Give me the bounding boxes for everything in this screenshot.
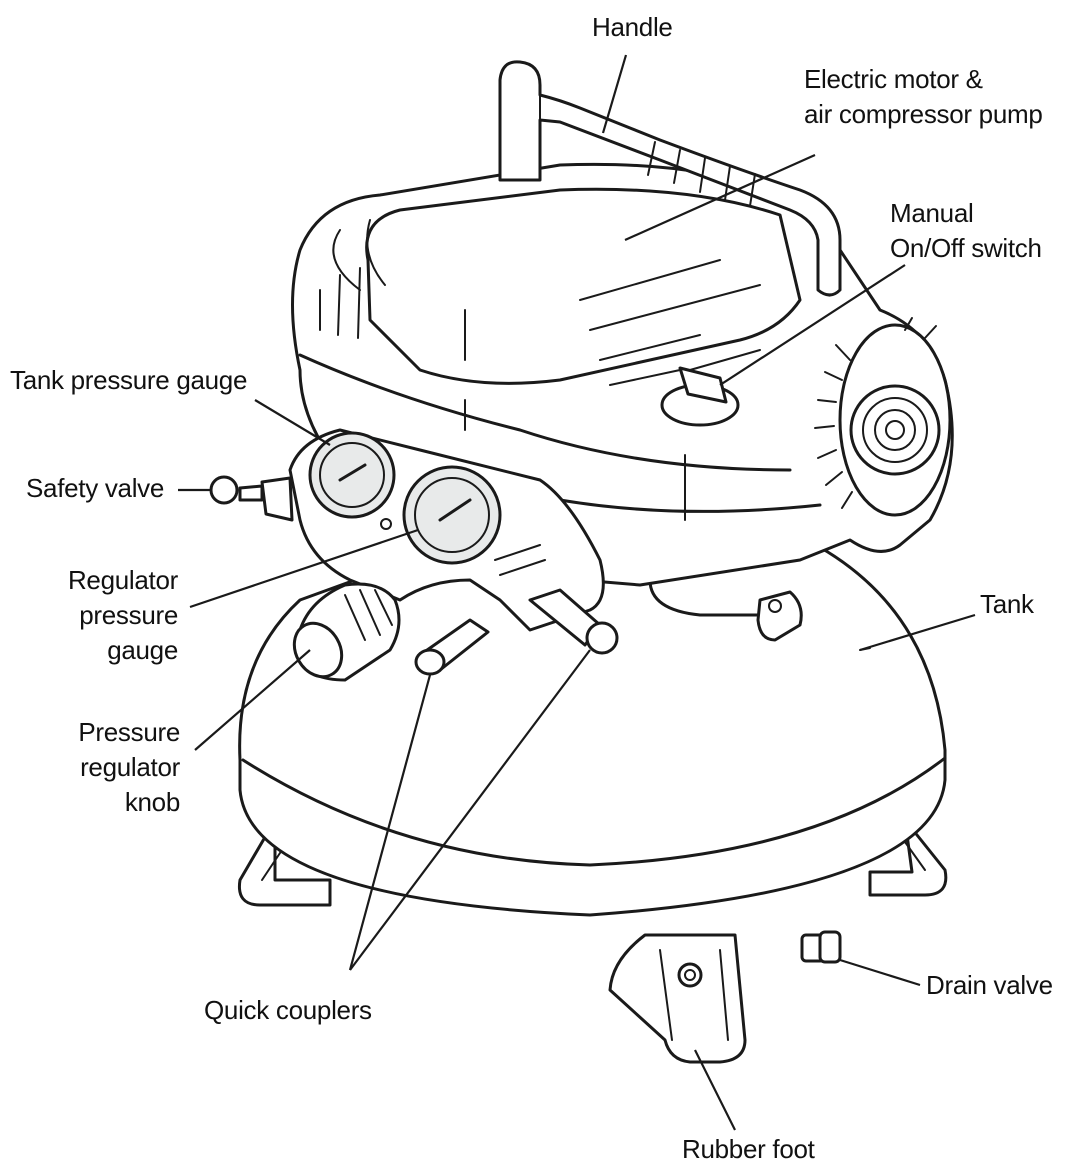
leader-switch (719, 264, 906, 386)
quick-coupler-left (414, 618, 490, 676)
leader-reg-gauge (189, 528, 419, 609)
leader-foot (694, 1049, 736, 1131)
handle (498, 60, 842, 297)
label-quick-couplers: Quick couplers (204, 995, 372, 1025)
leader-drain (839, 958, 921, 987)
leader-handle (601, 54, 628, 134)
label-handle: Handle (592, 12, 673, 42)
label-drain-valve: Drain valve (926, 970, 1053, 1000)
leader-tank (859, 613, 976, 652)
leader-motor (624, 153, 816, 242)
drain-valve (800, 930, 842, 964)
label-pressure-regulator-knob: Pressure regulator knob (78, 717, 180, 817)
label-motor: Electric motor & air compressor pump (804, 64, 1043, 129)
label-regulator-pressure-gauge: Regulator pressure gauge (67, 565, 178, 665)
manifold (288, 428, 605, 632)
leader-lines (178, 54, 976, 1131)
safety-valve (209, 475, 294, 522)
leader-coupler-right (349, 649, 591, 971)
rubber-foot (608, 933, 747, 1064)
label-rubber-foot: Rubber foot (682, 1134, 815, 1164)
leader-tank-gauge (254, 399, 331, 446)
motor-end-cap (814, 317, 952, 517)
label-tank: Tank (980, 589, 1034, 619)
tank-hose (648, 578, 803, 642)
leader-knob (194, 649, 311, 751)
leader-coupler-left (348, 674, 432, 971)
label-tank-pressure-gauge: Tank pressure gauge (10, 365, 248, 395)
label-switch: Manual On/Off switch (890, 198, 1042, 263)
quick-coupler-right (528, 588, 619, 655)
label-safety-valve: Safety valve (26, 473, 165, 503)
